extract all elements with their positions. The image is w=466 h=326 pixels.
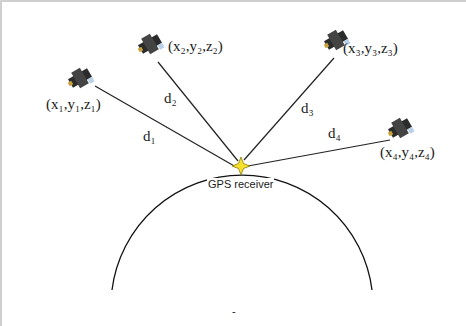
satellite-icon <box>134 31 164 59</box>
frame-line <box>1 0 466 2</box>
receiver-label: GPS receiver <box>207 178 274 191</box>
receiver-star <box>232 157 250 175</box>
coordinate-label: (x₄,y₄,z₄) <box>380 144 435 161</box>
distance-label: d₁ <box>143 128 156 145</box>
range-line <box>244 58 334 160</box>
distance-label: d₄ <box>328 125 341 142</box>
earth-arc <box>112 175 372 290</box>
dash-mark: - <box>231 305 237 318</box>
distance-label: d₂ <box>164 90 177 107</box>
range-line <box>95 86 236 167</box>
frame-line <box>0 1 2 326</box>
satellite-icon <box>384 115 414 143</box>
range-line <box>248 140 390 166</box>
range-line <box>158 62 238 161</box>
coordinate-label: (x₃,y₃,z₃) <box>343 40 398 57</box>
distance-label: d₃ <box>301 100 314 117</box>
coordinate-label: (x₁,y₁,z₁) <box>46 96 101 113</box>
coordinate-label: (x₂,y₂,z₂) <box>168 38 223 55</box>
satellite-icon <box>64 65 94 93</box>
